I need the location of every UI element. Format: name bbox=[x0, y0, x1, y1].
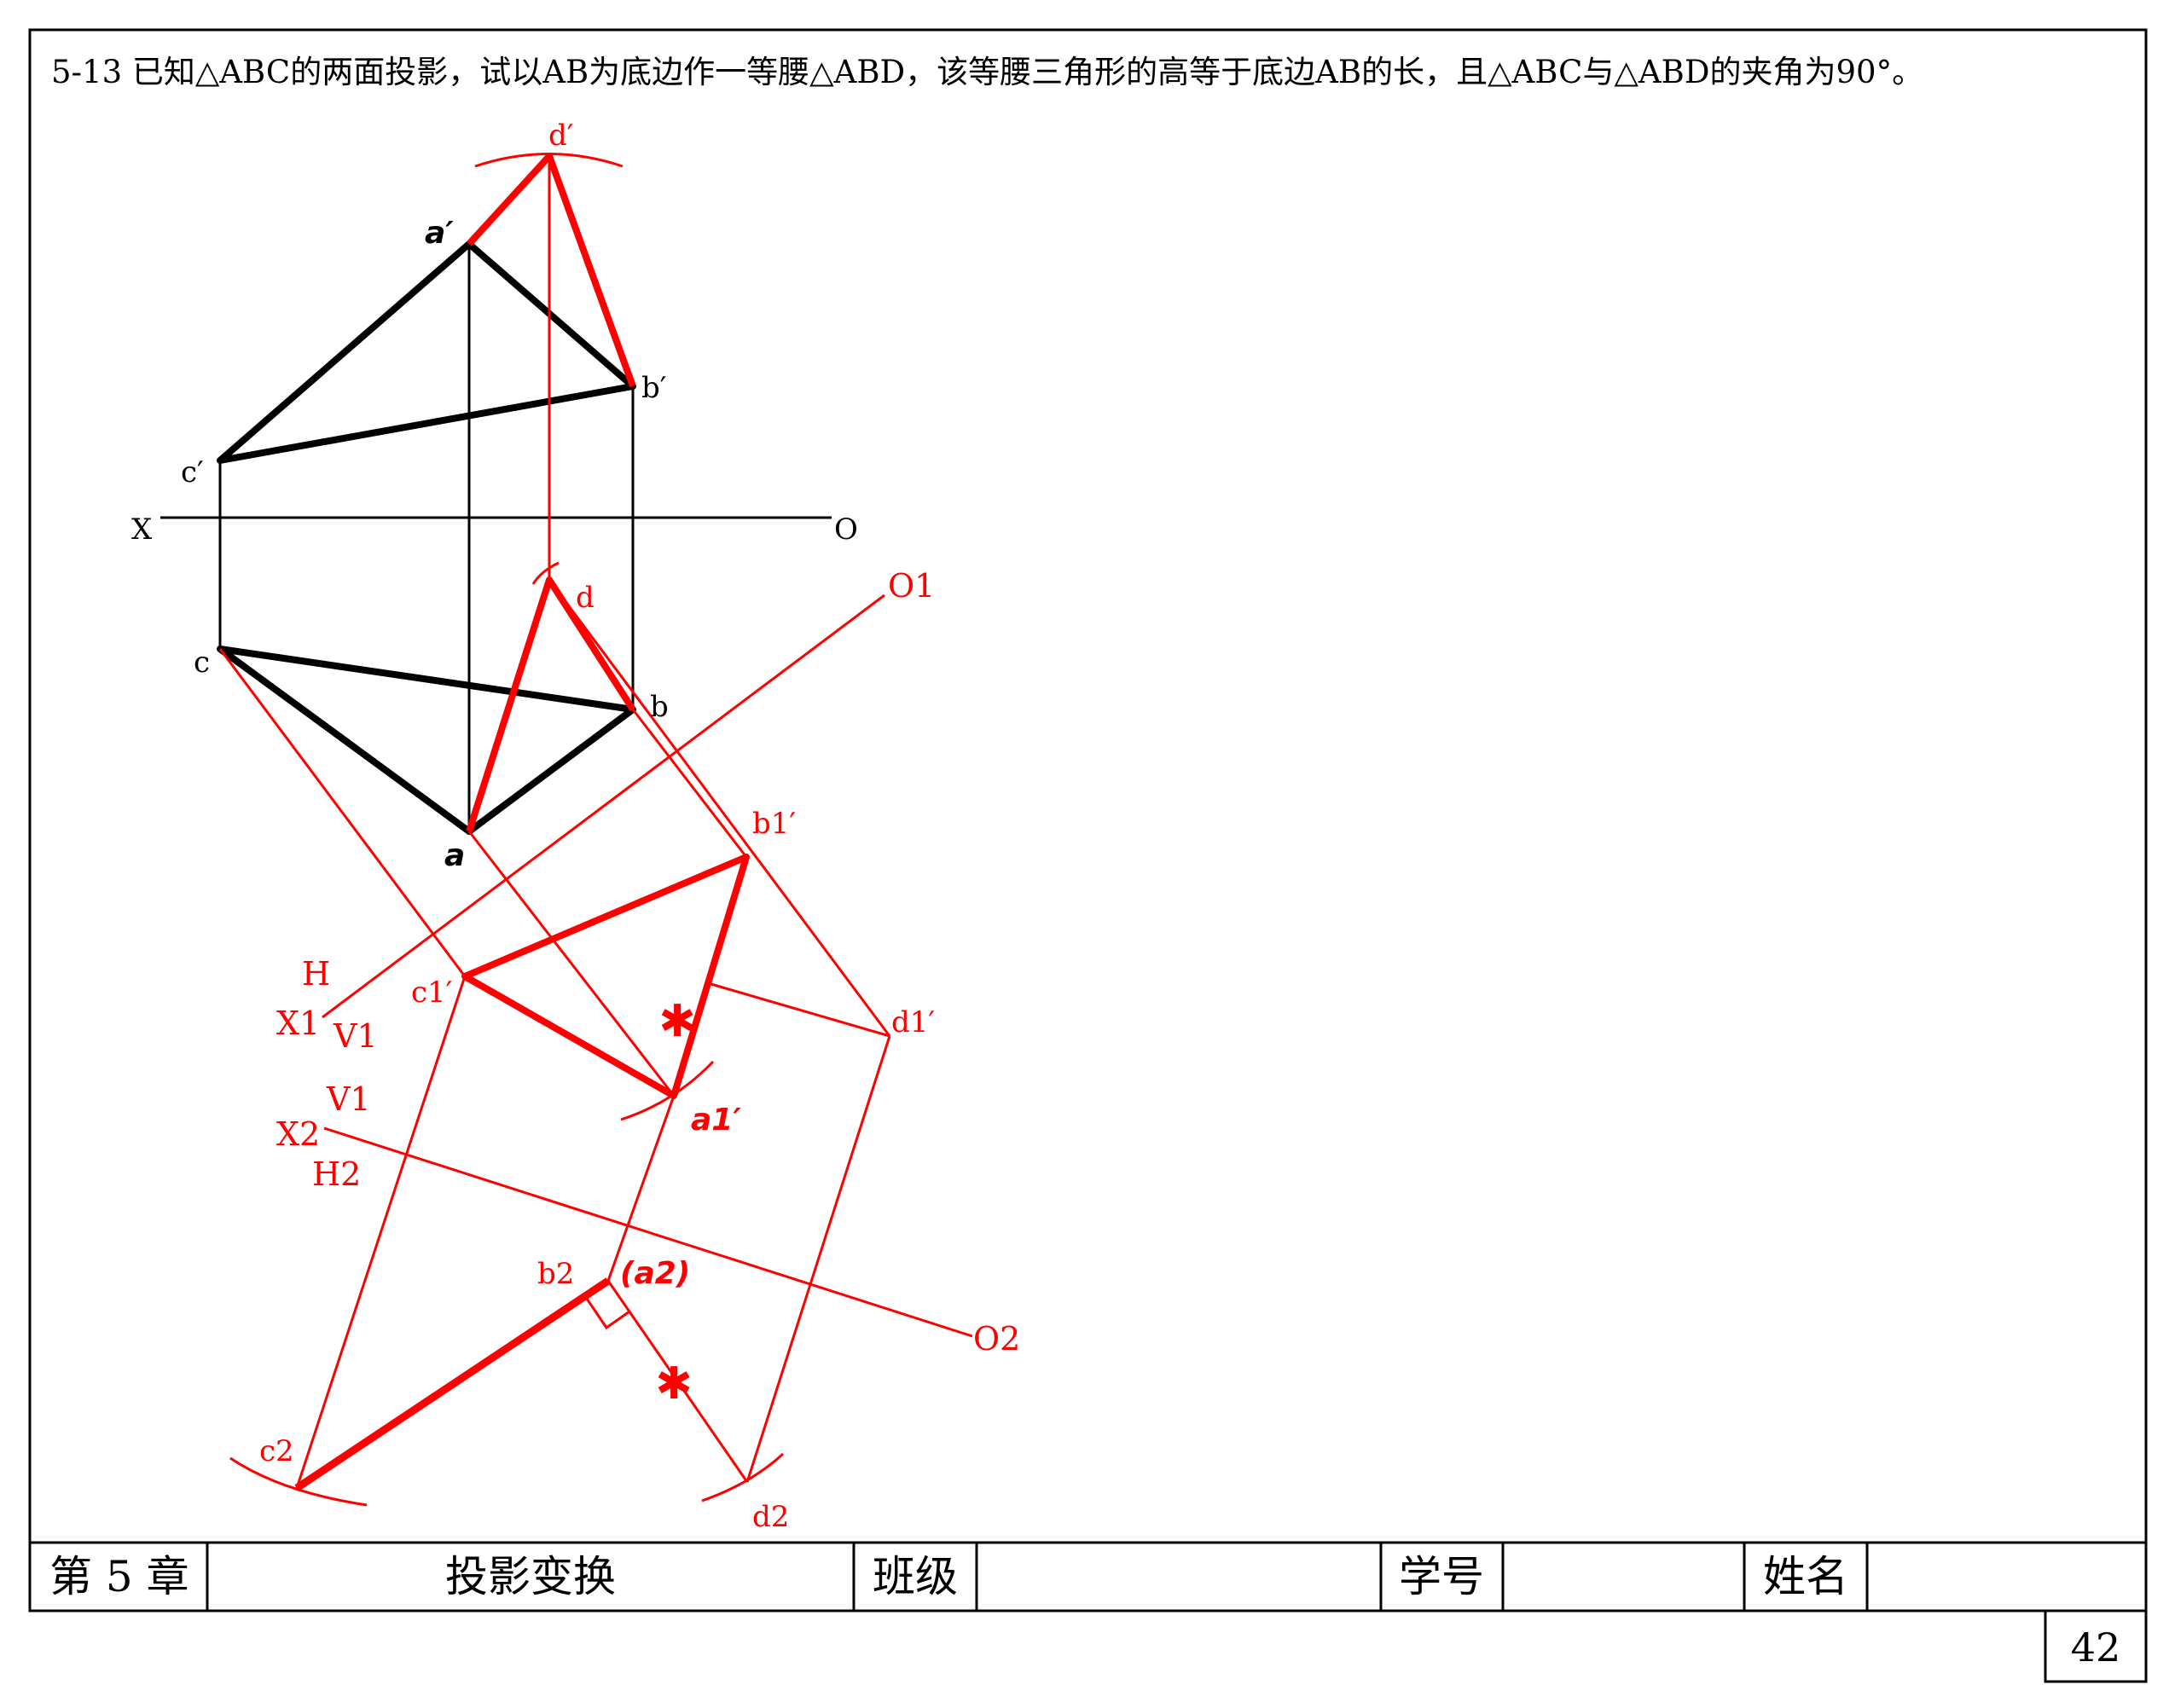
label-a: a bbox=[444, 838, 465, 873]
label-a2: (a2) bbox=[620, 1256, 690, 1291]
label-x: X bbox=[131, 512, 153, 547]
projector-c1-c2 bbox=[295, 976, 467, 1489]
right-angle-mark bbox=[583, 1295, 630, 1330]
axis-x1-o1 bbox=[322, 593, 885, 1019]
label-o1: O1 bbox=[888, 567, 935, 605]
label-b: b bbox=[650, 690, 669, 724]
triangle-abc-front-view bbox=[217, 240, 636, 464]
projector-d-d1 bbox=[548, 579, 891, 1037]
label-o: O bbox=[834, 512, 858, 547]
label-d-prime: d′ bbox=[548, 119, 573, 153]
label-a1-prime: a1′ bbox=[691, 1103, 741, 1138]
line-b2-d2 bbox=[606, 1280, 749, 1483]
label-b1-prime: b1′ bbox=[752, 807, 796, 841]
projector-a-a1 bbox=[467, 831, 676, 1097]
perpendicular-to-d1 bbox=[707, 981, 890, 1038]
projector-d1-d2 bbox=[745, 1035, 891, 1483]
page-number: 42 bbox=[2071, 1624, 2121, 1670]
problem-statement: 5-13 已知△ABC的两面投影，试以AB为底边作一等腰△ABD，该等腰三角形的… bbox=[51, 54, 1923, 90]
projector-c-c1 bbox=[218, 648, 467, 977]
arc-d-top bbox=[531, 561, 560, 585]
label-v1-top: V1 bbox=[333, 1017, 378, 1055]
construction bbox=[218, 153, 973, 1507]
title-block bbox=[30, 1541, 2148, 1683]
page-number-box bbox=[2044, 1609, 2148, 1683]
student-id-label: 学号 bbox=[1399, 1552, 1484, 1601]
topic-cell: 投影变换 bbox=[445, 1552, 616, 1601]
label-h: H bbox=[302, 955, 330, 993]
sheet-border bbox=[28, 28, 2148, 1612]
triangle-abd-front-view bbox=[467, 153, 636, 388]
labels: a′ b′ c′ X O c b a d′ d O1 b1′ H c1′ X1 … bbox=[131, 119, 1020, 1534]
given-geometry bbox=[160, 240, 832, 835]
axis-x2-o2 bbox=[323, 1126, 973, 1338]
triangle-abc-aux-view-1 bbox=[461, 854, 750, 1099]
arc-c2 bbox=[229, 1456, 368, 1507]
label-c1-prime: c1′ bbox=[411, 976, 452, 1010]
projector-b-b1 bbox=[631, 709, 748, 858]
arc-d2 bbox=[701, 1452, 785, 1502]
label-x2: X2 bbox=[276, 1115, 320, 1153]
name-label: 姓名 bbox=[1763, 1552, 1848, 1601]
label-c: c bbox=[194, 646, 210, 680]
equal-length-mark-1: ✱ bbox=[658, 996, 696, 1047]
label-c-prime: c′ bbox=[181, 455, 204, 489]
label-o2: O2 bbox=[973, 1320, 1020, 1358]
projector-a1-a2 bbox=[606, 1095, 676, 1282]
label-d2: d2 bbox=[752, 1500, 789, 1534]
chapter-cell: 第 5 章 bbox=[49, 1552, 189, 1601]
label-v1-bottom: V1 bbox=[326, 1080, 371, 1118]
edge-view-abc-aux-view-2 bbox=[294, 1277, 611, 1491]
triangle-abd-top-view bbox=[466, 576, 636, 833]
triangle-abc-top-view bbox=[217, 646, 636, 835]
class-label: 班级 bbox=[873, 1552, 958, 1601]
label-d: d bbox=[576, 581, 594, 615]
label-d1-prime: d1′ bbox=[891, 1005, 935, 1039]
label-b-prime: b′ bbox=[641, 371, 666, 405]
label-a-prime: a′ bbox=[425, 216, 454, 251]
equal-length-mark-2: ✱ bbox=[655, 1358, 693, 1410]
label-b2: b2 bbox=[537, 1257, 574, 1291]
label-c2: c2 bbox=[259, 1434, 294, 1468]
label-h2: H2 bbox=[312, 1155, 361, 1193]
label-x1: X1 bbox=[276, 1005, 320, 1042]
